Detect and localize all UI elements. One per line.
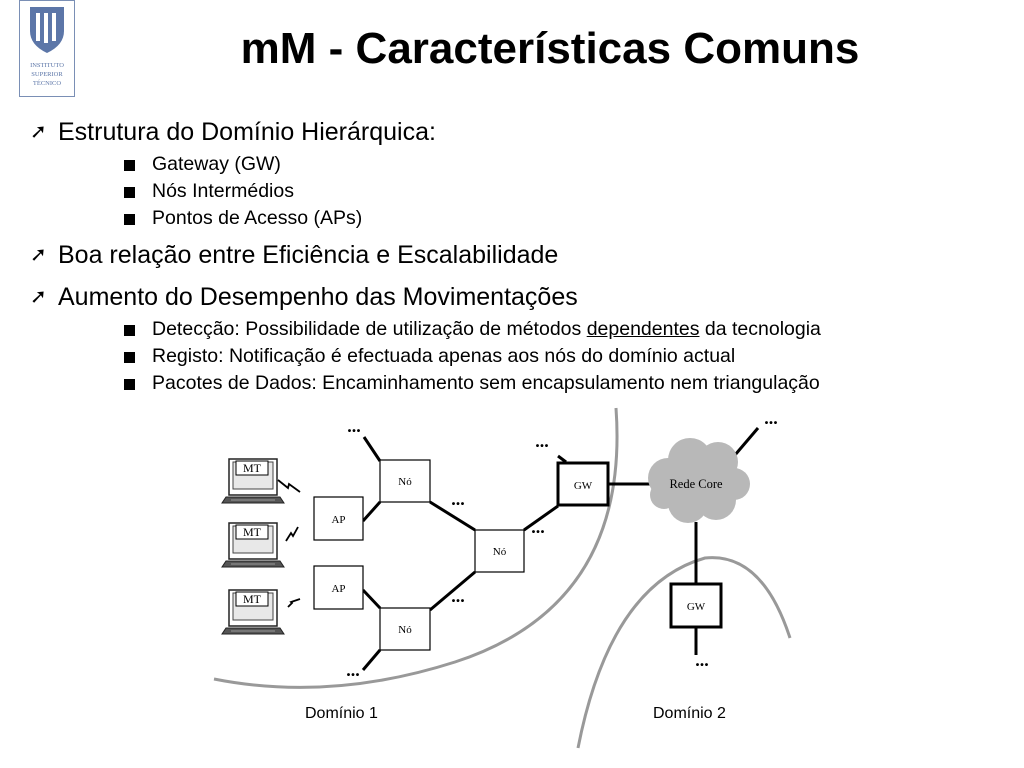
sub-bullet-list: Gateway (GW) Nós Intermédios Pontos de A… [124,151,1010,232]
node-1: Nó [379,459,431,503]
ist-logo: INSTITUTO SUPERIOR TÉCNICO [19,0,75,97]
sub-bullet-item: Registo: Notificação é efectuada apenas … [124,343,1010,370]
sub-bullet-item: Nós Intermédios [124,178,1010,205]
domain2-label: Domínio 2 [653,705,726,722]
sub-bullet-text: da tecnologia [699,318,821,340]
continuation-dots: ... ... ... ... ... ... ... ... [346,408,778,680]
mt-label: MT [243,592,262,606]
bullet-item: ➚ Estrutura do Domínio Hierárquica: [30,117,1010,147]
sub-bullet-item: Gateway (GW) [124,151,1010,178]
ellipsis: ... [451,586,465,606]
sub-bullet-item: Pacotes de Dados: Encaminhamento sem enc… [124,370,1010,397]
logo-line-3: TÉCNICO [33,79,61,87]
mt-label: MT [243,525,262,539]
bullet-text: Boa relação entre Eficiência e Escalabil… [58,241,559,269]
sub-bullet-text: Detecção: Possibilidade de utilização de… [152,318,587,340]
square-bullet-icon [124,187,135,198]
logo-line-1: INSTITUTO [30,62,64,69]
logo-line-2: SUPERIOR [31,71,63,78]
sub-bullet-list: Detecção: Possibilidade de utilização de… [124,316,1010,397]
wireless-signals [277,479,301,608]
sub-bullet-item: Pontos de Acesso (APs) [124,205,1010,232]
bullet-item: ➚ Boa relação entre Eficiência e Escalab… [30,240,1010,270]
sub-bullet-text: Nós Intermédios [152,180,294,202]
ellipsis: ... [531,517,545,537]
node-label: Nó [398,624,412,636]
square-bullet-icon [124,352,135,363]
arrow-bullet-icon: ➚ [30,286,47,308]
node-label: Nó [398,476,412,488]
access-point-2: AP [313,565,364,610]
bullet-list: ➚ Estrutura do Domínio Hierárquica: Gate… [30,117,1010,405]
sub-bullet-item: Detecção: Possibilidade de utilização de… [124,316,1010,343]
ap-label: AP [331,583,345,595]
square-bullet-icon [124,325,135,336]
bullet-item: ➚ Aumento do Desempenho das Movimentaçõe… [30,282,1010,312]
square-bullet-icon [124,214,135,225]
node-3: Nó [379,607,431,651]
ellipsis: ... [535,431,549,451]
gateway-domain2: GW [669,582,723,629]
mobile-terminal-2: MT [221,522,285,568]
core-network-cloud: Rede Core [648,438,750,523]
ellipsis: ... [346,660,360,680]
node-label: Nó [493,546,507,558]
network-links [361,427,760,671]
sub-bullet-text: Pacotes de Dados: Encaminhamento sem enc… [152,372,820,394]
slide-title: mM - Características Comuns [240,24,860,73]
arrow-bullet-icon: ➚ [30,121,47,143]
mt-label: MT [243,461,262,475]
gw-label: GW [574,480,593,492]
core-label: Rede Core [669,477,723,491]
mobile-terminal-3: MT [221,589,285,635]
sub-bullet-text: Gateway (GW) [152,153,281,175]
domain2-boundary [576,556,792,749]
ist-logo-icon: INSTITUTO SUPERIOR TÉCNICO [30,7,64,87]
ap-label: AP [331,514,345,526]
ellipsis: ... [695,650,709,670]
gw-label: GW [687,601,706,613]
domain1-label: Domínio 1 [305,705,378,722]
node-2: Nó [474,529,525,573]
mobile-terminal-1: MT [221,458,285,504]
ellipsis: ... [451,489,465,509]
square-bullet-icon [124,379,135,390]
ellipsis: ... [764,408,778,428]
underlined-word: dependentes [586,318,700,340]
access-point-1: AP [313,496,364,541]
sub-bullet-text: Pontos de Acesso (APs) [152,207,363,229]
square-bullet-icon [124,160,135,171]
arrow-bullet-icon: ➚ [30,244,47,266]
bullet-text: Estrutura do Domínio Hierárquica: [58,118,436,146]
sub-bullet-text: Registo: Notificação é efectuada apenas … [152,345,736,367]
gateway-domain1: GW [556,461,610,507]
ellipsis: ... [347,416,361,436]
bullet-text: Aumento do Desempenho das Movimentações [58,283,578,311]
domain1-boundary [213,407,619,689]
